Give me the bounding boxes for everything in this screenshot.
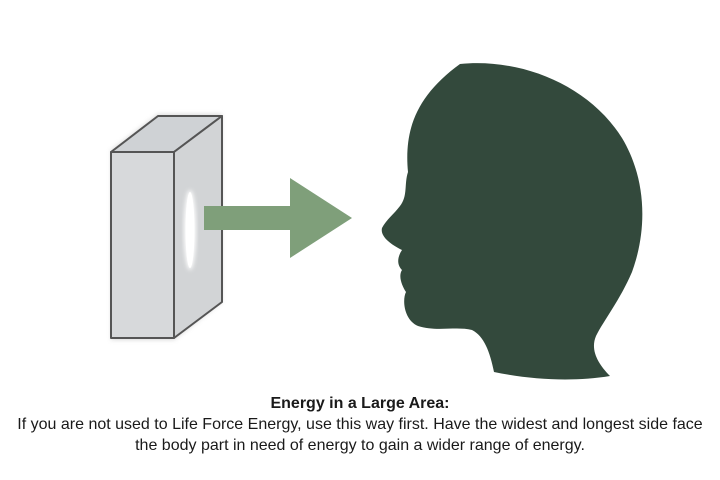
block-energy-highlight xyxy=(185,192,195,268)
block-side-face xyxy=(173,115,223,339)
block-front-face xyxy=(110,151,175,339)
caption: Energy in a Large Area: If you are not u… xyxy=(0,394,720,456)
energy-block-icon xyxy=(110,114,223,340)
caption-body: If you are not used to Life Force Energy… xyxy=(17,416,703,454)
caption-title: Energy in a Large Area: xyxy=(270,395,450,412)
head-profile-icon xyxy=(381,63,643,380)
arrow-right-icon xyxy=(204,178,352,258)
